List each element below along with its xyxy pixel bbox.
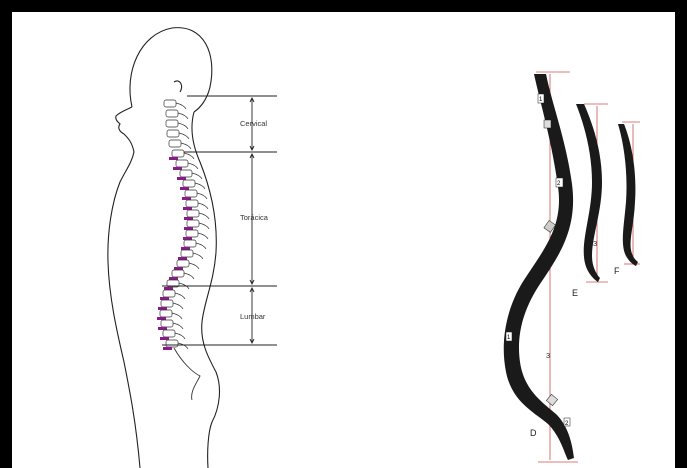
spine-diagram: Cervical Torácica Lumbar xyxy=(12,12,675,468)
spinous-process xyxy=(195,183,205,189)
intervertebral-disc xyxy=(174,267,183,270)
intervertebral-disc xyxy=(169,157,178,160)
intervertebral-disc xyxy=(160,297,169,300)
vertebra xyxy=(185,190,197,197)
spinous-process xyxy=(178,113,188,119)
intervertebral-disc xyxy=(163,347,172,350)
spinous-process xyxy=(198,203,208,209)
spinous-process xyxy=(176,103,186,109)
intervertebral-disc xyxy=(173,167,182,170)
segment-box xyxy=(546,394,557,405)
spinous-process xyxy=(188,163,198,169)
vertebra xyxy=(181,250,193,257)
vertebra xyxy=(163,290,175,297)
intervertebral-disc xyxy=(157,317,166,320)
intervertebral-disc xyxy=(177,177,186,180)
region-label-lumbar: Lumbar xyxy=(240,312,266,321)
intervertebral-disc xyxy=(160,337,169,340)
vertebra xyxy=(166,120,178,127)
vertebral-column xyxy=(157,100,209,400)
vertebra xyxy=(161,320,173,327)
spinous-process xyxy=(173,303,183,309)
region-label-thoracic: Torácica xyxy=(240,213,269,222)
intervertebral-disc xyxy=(164,287,173,290)
vertebra xyxy=(180,170,192,177)
segment-box xyxy=(544,120,551,128)
intervertebral-disc xyxy=(180,187,189,190)
intervertebral-disc xyxy=(184,217,193,220)
spinous-process xyxy=(196,243,206,249)
spinous-process xyxy=(175,293,185,299)
vertebra xyxy=(166,110,178,117)
spinous-process xyxy=(172,313,182,319)
vertebra xyxy=(177,260,189,267)
figure-panel: Cervical Torácica Lumbar xyxy=(12,12,675,468)
vertebra xyxy=(186,200,198,207)
spinous-process xyxy=(197,193,207,199)
sacrum xyxy=(174,348,200,400)
vertebra xyxy=(172,270,184,277)
curve-label-f: F xyxy=(614,266,620,276)
spinous-process xyxy=(199,223,209,229)
vertebra xyxy=(187,220,199,227)
vertebra xyxy=(164,100,176,107)
spine-curve-d xyxy=(504,74,574,460)
intervertebral-disc xyxy=(158,307,167,310)
spinous-process xyxy=(175,333,185,339)
region-label-cervical: Cervical xyxy=(240,119,267,128)
spinous-process xyxy=(198,233,208,239)
spinous-process xyxy=(178,123,188,129)
spinous-process xyxy=(199,213,209,219)
vertebra xyxy=(183,180,195,187)
intervertebral-disc xyxy=(183,237,192,240)
vertebra xyxy=(167,130,179,137)
intervertebral-disc xyxy=(183,207,192,210)
vertebra xyxy=(161,300,173,307)
vertebra xyxy=(160,310,172,317)
vertebra xyxy=(186,230,198,237)
intervertebral-disc xyxy=(181,247,190,250)
spinous-process xyxy=(179,133,189,139)
spine-curve-e xyxy=(576,104,602,282)
vertebra xyxy=(187,210,199,217)
intervertebral-disc xyxy=(178,257,187,260)
curve-label-d: D xyxy=(530,428,537,438)
spinous-process xyxy=(181,143,191,149)
spinous-process xyxy=(184,153,194,159)
curve-label-e: E xyxy=(572,288,578,298)
intervertebral-disc xyxy=(169,277,178,280)
spinous-process xyxy=(189,263,199,269)
vertebra xyxy=(166,340,178,347)
vertebra xyxy=(176,160,188,167)
height-label-d: 3 xyxy=(546,351,550,360)
vertebra xyxy=(163,330,175,337)
intervertebral-disc xyxy=(184,227,193,230)
spinous-process xyxy=(184,273,194,279)
vertebra xyxy=(184,240,196,247)
vertebra xyxy=(169,140,181,147)
height-label-e: 3 xyxy=(593,239,597,248)
spinous-process xyxy=(173,323,183,329)
spinous-process xyxy=(193,253,203,259)
spine-curve-f xyxy=(618,124,638,266)
intervertebral-disc xyxy=(182,197,191,200)
body-silhouette xyxy=(108,28,220,468)
spinous-process xyxy=(192,173,202,179)
spinous-process xyxy=(178,343,188,349)
intervertebral-disc xyxy=(158,327,167,330)
vertebra xyxy=(172,150,184,157)
